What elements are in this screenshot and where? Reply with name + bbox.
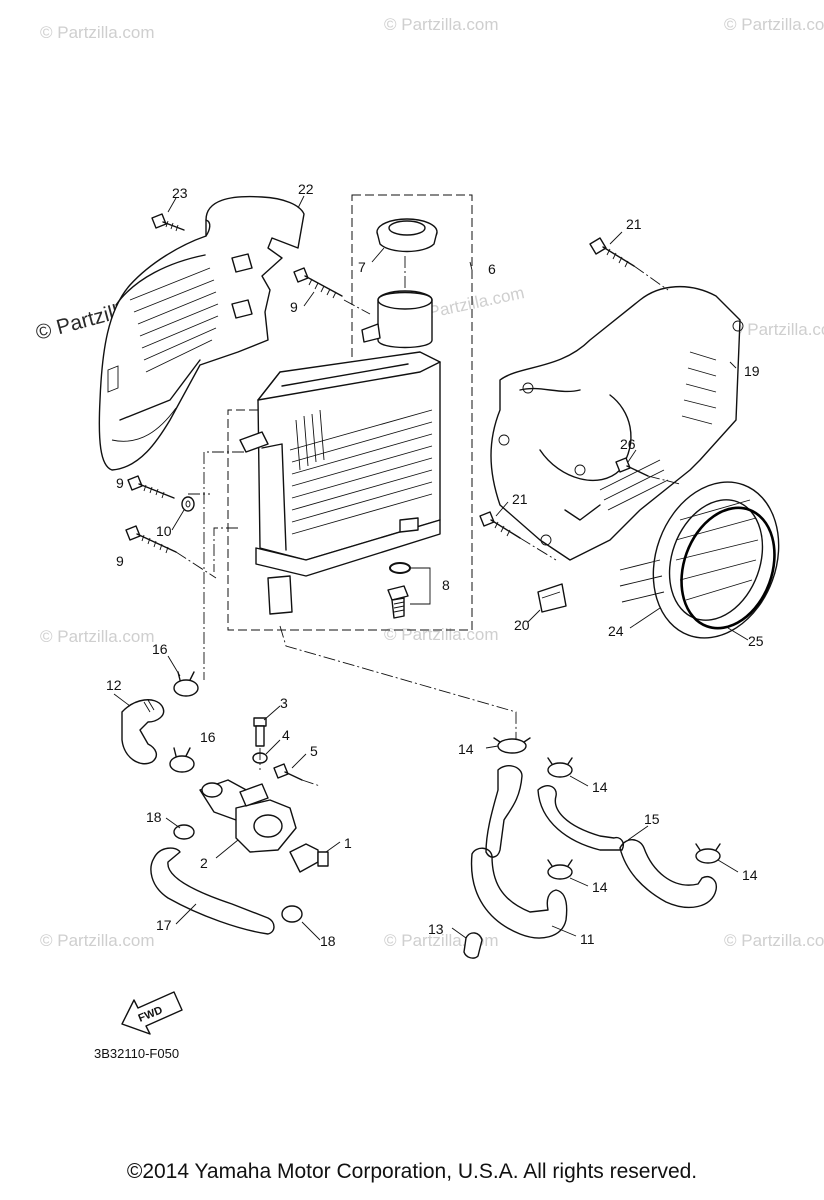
- watermark: © Partzilla.com: [384, 625, 499, 644]
- watermark: © Partzilla.com: [40, 23, 155, 42]
- watermark: © Partzilla.com: [730, 320, 824, 339]
- callout-4: 4: [282, 727, 290, 743]
- fwd-arrow: FWD: [121, 991, 183, 1035]
- clamp-16-lower: [169, 747, 195, 773]
- watermark: © Partzilla.com: [40, 931, 155, 950]
- bolt-21-upper: [589, 237, 635, 268]
- callout-2: 2: [200, 855, 208, 871]
- leader-lines: [113, 195, 749, 941]
- bolt-9-lower: [125, 525, 177, 554]
- callout-1: 1: [344, 835, 352, 851]
- watermark: © Partzilla.com: [40, 627, 155, 646]
- hose-17: [150, 847, 275, 935]
- bolt-21-lower: [479, 511, 521, 539]
- callout-3: 3: [280, 695, 288, 711]
- callout-23: 23: [172, 185, 188, 201]
- callout-8: 8: [442, 577, 450, 593]
- callouts: 22 23 7 6 9 21 19 26 21 9 10 9 8 20 24 2…: [106, 181, 764, 949]
- radiator-cap: [376, 218, 438, 253]
- callout-14-c: 14: [592, 879, 608, 895]
- watermark: © Partzilla.com: [384, 15, 499, 34]
- watermark: Partzilla.com: [427, 283, 526, 322]
- clamp-14-b: [547, 757, 573, 778]
- hose-12: [121, 699, 165, 765]
- clamp-14-d: [695, 843, 721, 864]
- callout-14-b: 14: [592, 779, 608, 795]
- callout-7: 7: [358, 259, 366, 275]
- callout-11: 11: [580, 931, 595, 947]
- diagram-code: 3B32110-F050: [94, 1046, 179, 1061]
- pump-housing: [490, 286, 744, 561]
- radiator: [239, 290, 441, 615]
- thermostat-housing: [199, 779, 297, 853]
- callout-13: 13: [428, 921, 444, 937]
- watermark: © Partzilla.com: [724, 931, 824, 950]
- callout-25: 25: [748, 633, 764, 649]
- connection-lines: [175, 256, 681, 787]
- o-ring-25: [680, 506, 776, 630]
- callout-16-upper: 16: [152, 641, 168, 657]
- callout-20: 20: [514, 617, 530, 633]
- hose-12-mark: [143, 699, 155, 713]
- callout-21-upper: 21: [626, 216, 642, 232]
- callout-5: 5: [310, 743, 318, 759]
- callout-26: 26: [620, 436, 636, 452]
- callout-16-lower: 16: [200, 729, 216, 745]
- callout-10: 10: [156, 523, 172, 539]
- callout-21-lower: 21: [512, 491, 528, 507]
- callout-14-d: 14: [742, 867, 758, 883]
- radiator-assy-boundary: [227, 194, 473, 631]
- bolt-3: [253, 717, 267, 747]
- clamp-14-a: [493, 737, 531, 754]
- callout-9-lower: 9: [116, 553, 124, 569]
- callout-18-lower: 18: [320, 933, 336, 949]
- callout-17: 17: [156, 917, 172, 933]
- clamp-14-c: [547, 859, 573, 880]
- bolt-5: [273, 763, 303, 781]
- watermark: © Partzilla.com: [724, 15, 824, 34]
- bolt-26: [615, 457, 649, 477]
- clamp-16-upper: [173, 671, 199, 697]
- drain-bolt-8: [387, 562, 411, 619]
- washer-10: [181, 496, 195, 512]
- bolt-9-upper: [293, 267, 343, 299]
- callout-19: 19: [744, 363, 760, 379]
- callout-14-a: 14: [458, 741, 474, 757]
- copyright-notice: ©2014 Yamaha Motor Corporation, U.S.A. A…: [126, 1160, 698, 1183]
- callout-22: 22: [298, 181, 314, 197]
- hose-15: [537, 785, 717, 909]
- clamp-13: [463, 932, 483, 959]
- callout-18-upper: 18: [146, 809, 162, 825]
- callout-12: 12: [106, 677, 122, 693]
- hose-11: [470, 765, 568, 939]
- clamp-18-upper: [173, 824, 195, 840]
- callout-9-middle: 9: [116, 475, 124, 491]
- callout-6: 6: [488, 261, 496, 277]
- callout-24: 24: [608, 623, 624, 639]
- clip-20: [537, 583, 567, 613]
- bolt-23: [151, 213, 185, 232]
- callout-15: 15: [644, 811, 660, 827]
- radiator-cover: [98, 195, 305, 471]
- sensor-1: [289, 843, 329, 873]
- clamp-18-lower: [281, 905, 303, 923]
- callout-9-upper: 9: [290, 299, 298, 315]
- bolt-9-middle: [127, 475, 175, 499]
